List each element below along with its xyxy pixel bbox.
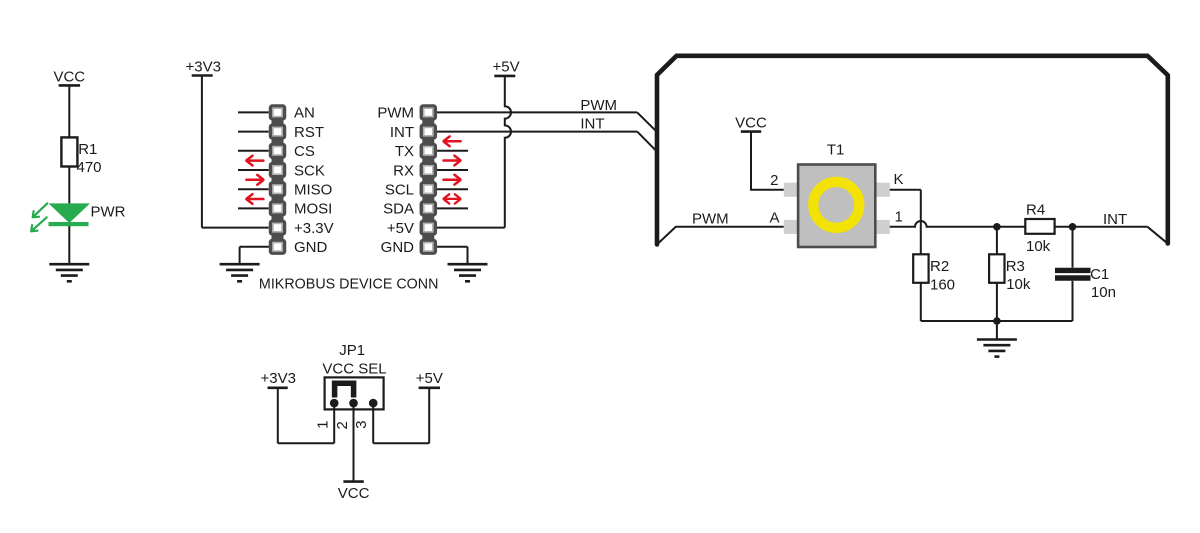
svg-text:10k: 10k: [1026, 238, 1051, 255]
svg-text:PWM: PWM: [692, 211, 729, 228]
svg-text:R4: R4: [1026, 201, 1045, 218]
svg-text:C1: C1: [1090, 266, 1109, 283]
svg-text:1: 1: [895, 209, 903, 226]
svg-text:RST: RST: [294, 124, 324, 141]
svg-text:+5V: +5V: [493, 59, 520, 76]
svg-text:MISO: MISO: [294, 182, 332, 199]
svg-text:SCK: SCK: [294, 162, 325, 179]
svg-text:VCC: VCC: [735, 115, 767, 132]
svg-text:AN: AN: [294, 105, 315, 122]
svg-text:INT: INT: [1103, 211, 1127, 228]
svg-text:MIKROBUS DEVICE CONN: MIKROBUS DEVICE CONN: [259, 276, 439, 292]
svg-text:10k: 10k: [1006, 276, 1031, 293]
svg-text:CS: CS: [294, 143, 315, 160]
svg-text:3: 3: [353, 420, 370, 428]
svg-text:PWR: PWR: [91, 204, 126, 221]
svg-text:R1: R1: [78, 141, 97, 158]
svg-text:2: 2: [770, 172, 778, 189]
svg-text:GND: GND: [381, 239, 415, 256]
svg-text:K: K: [894, 171, 904, 188]
svg-text:TX: TX: [395, 143, 414, 160]
svg-text:PWM: PWM: [580, 97, 617, 114]
svg-text:INT: INT: [390, 124, 414, 141]
svg-text:+3V3: +3V3: [260, 370, 295, 387]
svg-text:+5V: +5V: [416, 370, 443, 387]
svg-text:R2: R2: [930, 258, 949, 275]
svg-text:T1: T1: [827, 142, 845, 159]
svg-text:+3.3V: +3.3V: [294, 220, 334, 237]
svg-text:10n: 10n: [1091, 284, 1116, 301]
svg-text:JP1: JP1: [339, 342, 365, 359]
svg-text:+5V: +5V: [387, 220, 414, 237]
svg-text:A: A: [769, 210, 779, 227]
svg-text:SDA: SDA: [383, 201, 414, 218]
svg-text:R3: R3: [1006, 258, 1025, 275]
svg-text:+3V3: +3V3: [185, 58, 220, 75]
svg-text:160: 160: [930, 277, 955, 294]
svg-text:RX: RX: [393, 162, 414, 179]
svg-text:GND: GND: [294, 239, 328, 256]
svg-text:VCC: VCC: [338, 485, 370, 502]
svg-text:SCL: SCL: [385, 182, 414, 199]
svg-text:VCC SEL: VCC SEL: [322, 361, 386, 378]
svg-text:VCC: VCC: [53, 68, 85, 85]
svg-text:2: 2: [334, 421, 351, 429]
svg-text:MOSI: MOSI: [294, 201, 332, 218]
svg-text:1: 1: [315, 421, 332, 429]
svg-text:INT: INT: [580, 116, 604, 133]
svg-text:470: 470: [77, 159, 102, 176]
svg-text:PWM: PWM: [377, 105, 414, 122]
